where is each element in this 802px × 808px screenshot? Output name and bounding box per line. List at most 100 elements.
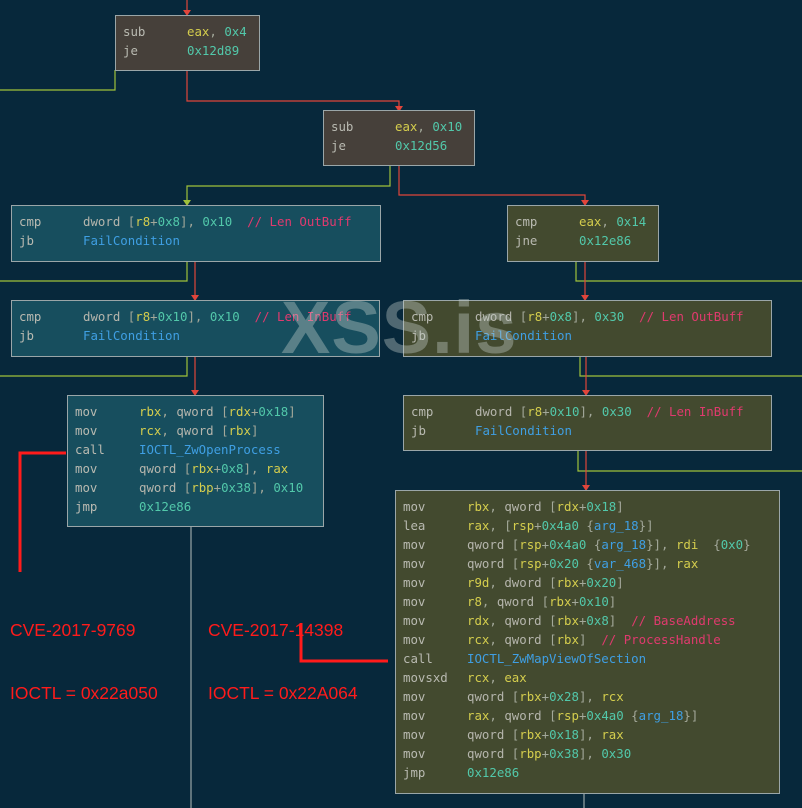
size-keyword: dword <box>475 309 520 324</box>
immediate-value: 0x20 <box>586 575 617 590</box>
operand-punctuation: [ <box>519 309 528 324</box>
register: rax <box>265 461 289 476</box>
asm-mnemonic: cmp <box>411 404 434 419</box>
asm-operands: qword [rbx+0x18], rax <box>467 725 624 744</box>
operand-punctuation: , <box>489 632 505 647</box>
function-symbol[interactable]: IOCTL_ZwMapViewOfSection <box>467 651 647 666</box>
asm-mnemonic: movsxd <box>403 670 448 685</box>
immediate-value: 0x18 <box>258 404 289 419</box>
operand-punctuation: [ <box>511 556 520 571</box>
immediate-value[interactable]: 0x12e86 <box>467 765 520 780</box>
register: eax <box>395 119 418 134</box>
asm-mnemonic: mov <box>403 746 426 761</box>
asm-operands: IOCTL_ZwOpenProcess <box>139 440 281 459</box>
operand-punctuation: [ <box>511 727 520 742</box>
register: rsp <box>519 537 542 552</box>
operand-punctuation: [ <box>127 214 136 229</box>
immediate-value[interactable]: 0x12d56 <box>395 138 448 153</box>
size-keyword: qword <box>504 613 550 628</box>
asm-operands: FailCondition <box>475 421 572 440</box>
register: rbx <box>519 689 542 704</box>
register: rdi <box>675 537 699 552</box>
arrow-head <box>582 390 590 396</box>
register: rbx <box>556 613 579 628</box>
edge-false <box>186 70 400 109</box>
operand-punctuation: + <box>541 537 550 552</box>
operand-punctuation: , <box>489 708 505 723</box>
asm-operands: qword [rsp+0x4a0 {arg_18}], rdi {0x0} <box>467 535 751 554</box>
size-keyword: qword <box>176 404 222 419</box>
asm-operands: eax, 0x10 <box>395 117 462 136</box>
asm-operands: qword [rbx+0x28], rcx <box>467 687 624 706</box>
asm-mnemonic: sub <box>123 24 146 39</box>
register: eax <box>579 214 602 229</box>
asm-operands: IOCTL_ZwMapViewOfSection <box>467 649 646 668</box>
function-symbol[interactable]: FailCondition <box>83 328 180 343</box>
arrow-head <box>395 106 403 112</box>
immediate-value[interactable]: 0x12e86 <box>139 499 192 514</box>
asm-operands: 0x12d89 <box>187 41 239 60</box>
asm-mnemonic: jb <box>411 328 426 343</box>
edge-true <box>186 165 391 203</box>
operand-punctuation: + <box>541 556 550 571</box>
immediate-value: 0x38 <box>549 746 579 761</box>
register: eax <box>504 670 527 685</box>
register: rbx <box>467 499 490 514</box>
immediate-value: 0x10 <box>209 309 240 324</box>
operand-punctuation: + <box>150 309 158 324</box>
asm-mnemonic: mov <box>75 404 98 419</box>
operand-punctuation: ], <box>579 404 602 419</box>
asm-mnemonic: mov <box>403 556 426 571</box>
operand-punctuation: + <box>541 689 550 704</box>
operand-punctuation: , <box>417 119 433 134</box>
size-keyword: qword <box>139 461 184 476</box>
register: rbx <box>139 404 162 419</box>
immediate-value: 0x4 <box>224 24 247 39</box>
asm-operands: FailCondition <box>83 326 180 345</box>
register: rax <box>675 556 699 571</box>
function-symbol[interactable]: FailCondition <box>83 233 180 248</box>
operand-punctuation: ], <box>187 309 210 324</box>
register: rax <box>467 518 490 533</box>
operand-punctuation: + <box>213 480 222 495</box>
asm-mnemonic: jne <box>515 233 538 248</box>
operand-punctuation: , <box>601 214 617 229</box>
immediate-value: 0x28 <box>549 689 579 704</box>
operand-punctuation: [ <box>221 423 229 438</box>
edge-true <box>579 356 802 377</box>
register: r8 <box>135 214 151 229</box>
asm-mnemonic: mov <box>403 537 426 552</box>
operand-punctuation: ] <box>578 632 602 647</box>
operand-punctuation: , <box>489 613 505 628</box>
function-symbol[interactable]: FailCondition <box>475 423 572 438</box>
asm-mnemonic: mov <box>403 689 426 704</box>
register: rbp <box>519 746 542 761</box>
operand-punctuation: { <box>578 556 594 571</box>
function-symbol[interactable]: FailCondition <box>475 328 572 343</box>
operand-punctuation: ], <box>578 727 602 742</box>
immediate-value[interactable]: 0x12e86 <box>579 233 632 248</box>
asm-operands: 0x12d56 <box>395 136 447 155</box>
arrow-head <box>183 200 191 206</box>
operand-punctuation: , <box>161 423 177 438</box>
operand-punctuation: }] <box>683 708 699 723</box>
size-keyword: qword <box>504 632 550 647</box>
operand-punctuation: , <box>489 670 505 685</box>
arrow-head <box>582 485 590 491</box>
comment: // BaseAddress <box>631 613 736 628</box>
operand-punctuation: + <box>213 461 222 476</box>
asm-operands: dword [r8+0x10], 0x10 // Len InBuff <box>83 307 352 326</box>
immediate-value[interactable]: 0x12d89 <box>187 43 240 58</box>
function-symbol[interactable]: IOCTL_ZwOpenProcess <box>139 442 281 457</box>
size-keyword: dword <box>504 575 550 590</box>
arrow-head <box>581 295 589 301</box>
